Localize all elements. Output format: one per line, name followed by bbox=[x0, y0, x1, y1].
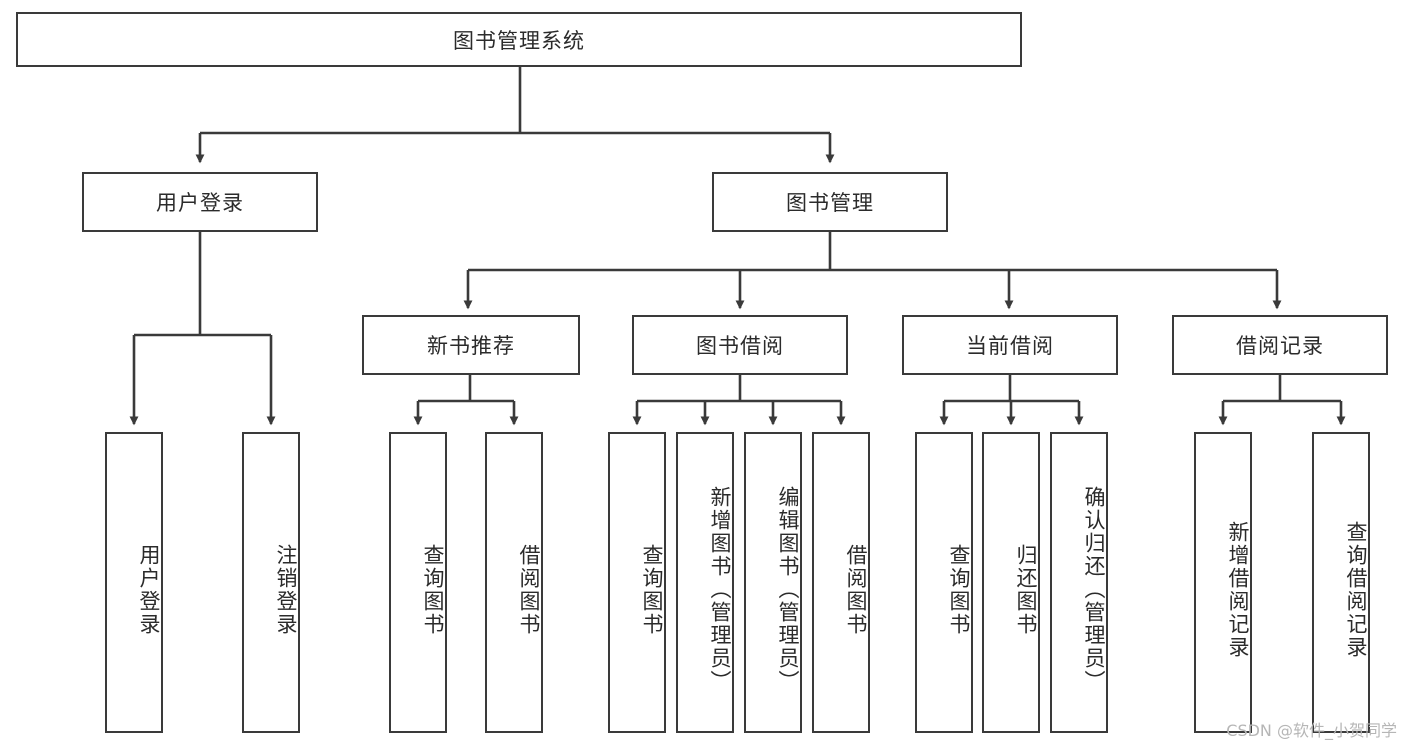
leaf-current-borrow-query-book[interactable]: 查询图书 bbox=[915, 432, 973, 733]
leaf-new-book-borrow-book[interactable]: 借阅图书 bbox=[485, 432, 543, 733]
node-new-book-recommend[interactable]: 新书推荐 bbox=[362, 315, 580, 375]
leaf-current-borrow-query-book-label: 查询图书 bbox=[947, 543, 971, 636]
node-root-system[interactable]: 图书管理系统 bbox=[16, 12, 1022, 67]
leaf-book-borrow-edit-book-label: 编辑图书（管理员） bbox=[776, 486, 800, 693]
leaf-borrow-record-add-record[interactable]: 新增借阅记录 bbox=[1194, 432, 1252, 733]
node-book-borrow-label: 图书借阅 bbox=[696, 334, 784, 358]
leaf-current-borrow-return-book[interactable]: 归还图书 bbox=[982, 432, 1040, 733]
leaf-book-borrow-query-book-label: 查询图书 bbox=[640, 543, 664, 636]
leaf-book-borrow-add-book[interactable]: 新增图书（管理员） bbox=[676, 432, 734, 733]
node-current-borrow-label: 当前借阅 bbox=[966, 334, 1054, 358]
leaf-book-borrow-edit-book[interactable]: 编辑图书（管理员） bbox=[744, 432, 802, 733]
node-user-login-label: 用户登录 bbox=[156, 191, 244, 215]
leaf-borrow-record-add-record-label: 新增借阅记录 bbox=[1226, 520, 1250, 659]
node-root-system-label: 图书管理系统 bbox=[453, 28, 585, 53]
node-current-borrow[interactable]: 当前借阅 bbox=[902, 315, 1118, 375]
leaf-user-login-logout[interactable]: 注销登录 bbox=[242, 432, 300, 733]
leaf-current-borrow-confirm-return[interactable]: 确认归还（管理员） bbox=[1050, 432, 1108, 733]
leaf-current-borrow-confirm-return-label: 确认归还（管理员） bbox=[1082, 486, 1106, 693]
node-borrow-record-label: 借阅记录 bbox=[1236, 334, 1324, 358]
leaf-book-borrow-borrow-book-label: 借阅图书 bbox=[844, 543, 868, 636]
leaf-book-borrow-borrow-book[interactable]: 借阅图书 bbox=[812, 432, 870, 733]
node-user-login[interactable]: 用户登录 bbox=[82, 172, 318, 232]
node-book-manage-label: 图书管理 bbox=[786, 191, 874, 215]
leaf-new-book-query-book-label: 查询图书 bbox=[421, 543, 445, 636]
node-borrow-record[interactable]: 借阅记录 bbox=[1172, 315, 1388, 375]
leaf-book-borrow-add-book-label: 新增图书（管理员） bbox=[708, 486, 732, 693]
leaf-user-login-logout-label: 注销登录 bbox=[274, 543, 298, 636]
leaf-new-book-query-book[interactable]: 查询图书 bbox=[389, 432, 447, 733]
leaf-current-borrow-return-book-label: 归还图书 bbox=[1014, 543, 1038, 636]
leaf-borrow-record-query-record[interactable]: 查询借阅记录 bbox=[1312, 432, 1370, 733]
node-book-borrow[interactable]: 图书借阅 bbox=[632, 315, 848, 375]
leaf-new-book-borrow-book-label: 借阅图书 bbox=[517, 543, 541, 636]
leaf-user-login-login-label: 用户登录 bbox=[137, 543, 161, 636]
leaf-book-borrow-query-book[interactable]: 查询图书 bbox=[608, 432, 666, 733]
node-new-book-recommend-label: 新书推荐 bbox=[427, 334, 515, 358]
node-book-manage[interactable]: 图书管理 bbox=[712, 172, 948, 232]
leaf-borrow-record-query-record-label: 查询借阅记录 bbox=[1344, 520, 1368, 659]
leaf-user-login-login[interactable]: 用户登录 bbox=[105, 432, 163, 733]
